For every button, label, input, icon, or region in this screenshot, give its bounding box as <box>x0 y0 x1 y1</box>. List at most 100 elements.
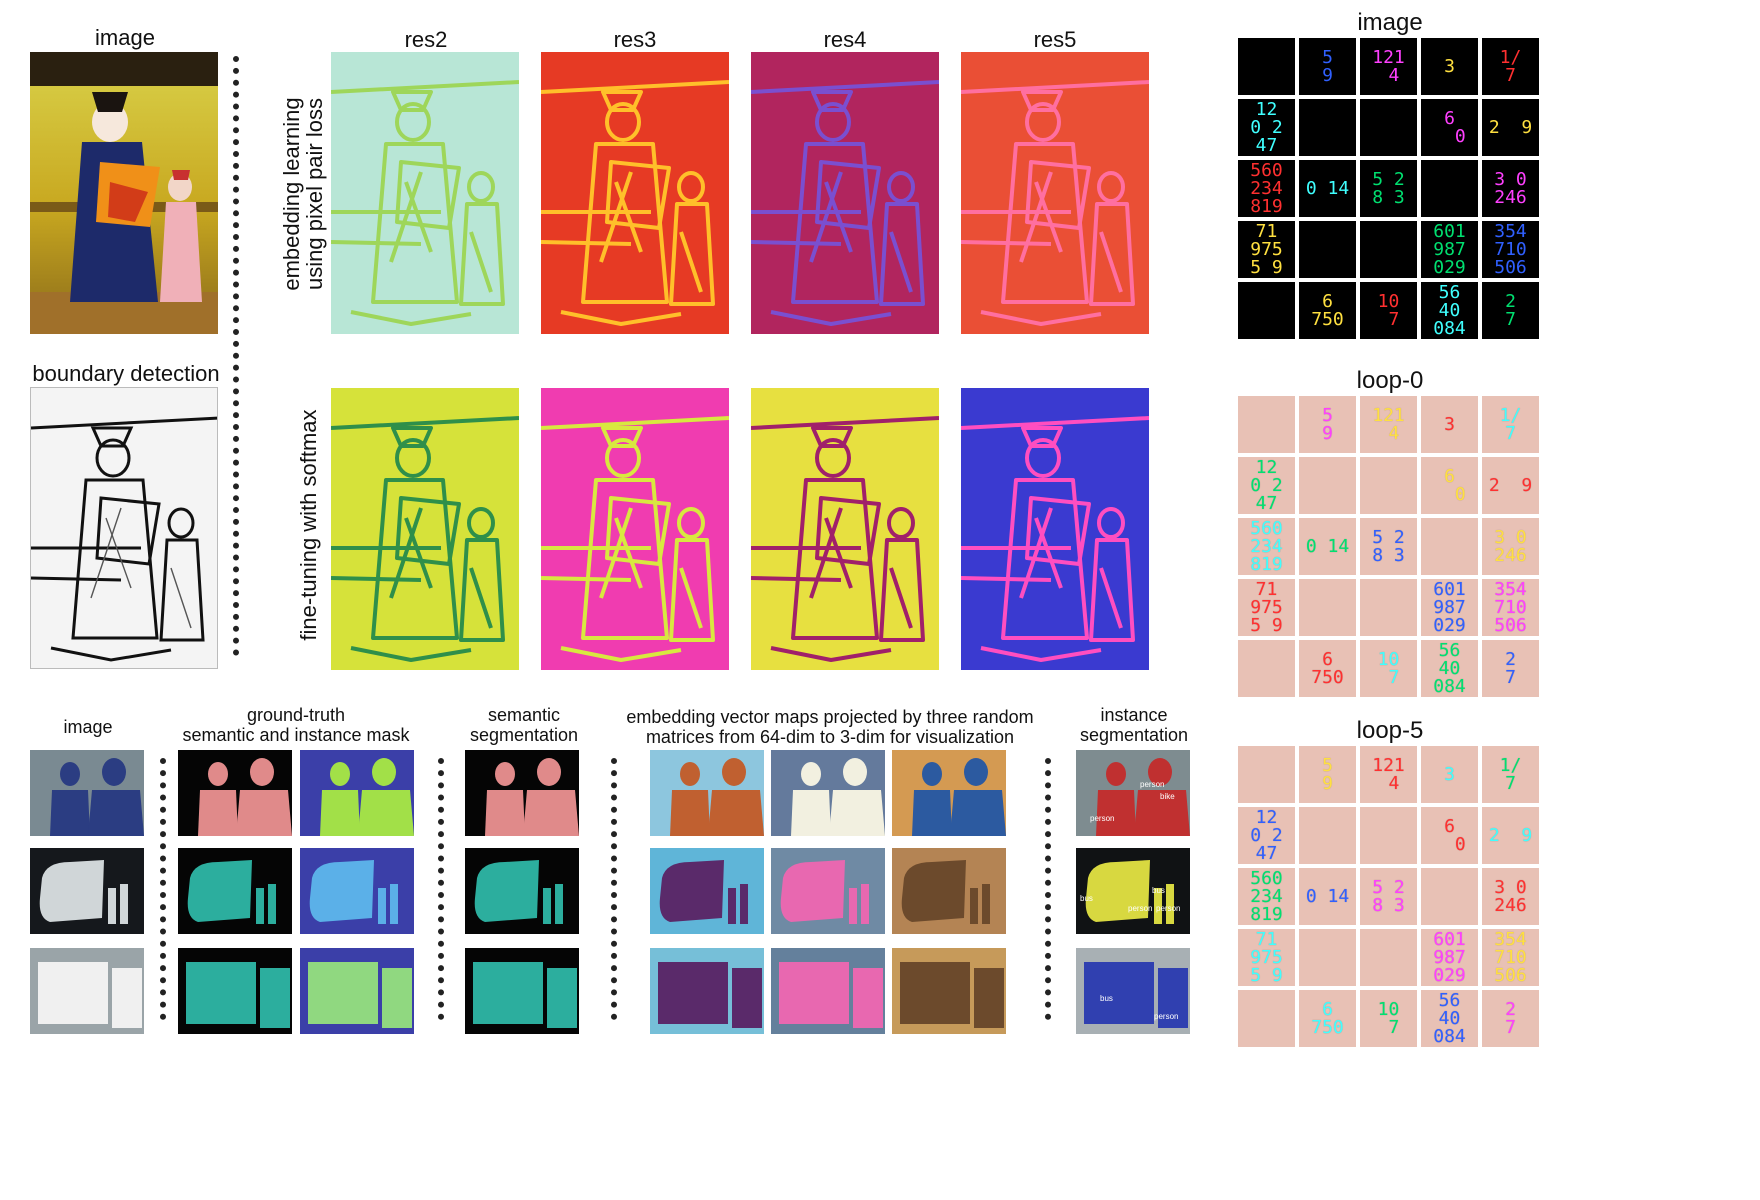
sem-seg-label-line1: semantic <box>487 705 561 725</box>
digit-cell-loop-5-3-2 <box>1360 929 1417 986</box>
digit-cell-loop-0-1-4: 2 9 <box>1482 457 1539 514</box>
inst-seg-label-line1: instance <box>1100 705 1168 725</box>
digit-cell-image-4-0 <box>1238 282 1295 339</box>
digit-cell-loop-0-0-0 <box>1238 396 1295 453</box>
digit-strokes: 0 14 <box>1305 177 1350 199</box>
digit-strokes: 5 9 <box>1322 754 1333 794</box>
seg-embed-2-row3 <box>771 948 885 1034</box>
digit-strokes: 1/ 7 <box>1499 46 1522 86</box>
col-label-res4: res4 <box>823 27 867 52</box>
digit-cell-loop-5-2-3 <box>1421 868 1478 925</box>
digit-cell-loop-5-3-3: 601 987 029 <box>1421 929 1478 986</box>
digit-cell-loop-5-0-3: 3 <box>1421 746 1478 803</box>
digit-strokes: 121 4 <box>1372 46 1405 86</box>
digit-cell-image-1-4: 2 9 <box>1482 99 1539 156</box>
digit-strokes: 121 4 <box>1372 404 1405 444</box>
feature-map-res4-row1 <box>751 52 939 334</box>
digit-cell-image-2-2: 5 2 8 3 <box>1360 160 1417 217</box>
digit-cell-loop-5-4-2: 10 7 <box>1360 990 1417 1047</box>
divider-bottom-1 <box>160 758 166 1020</box>
embedding-label-line2: matrices from 64-dim to 3-dim for visual… <box>645 726 1015 747</box>
digit-strokes: 121 4 <box>1372 754 1405 794</box>
digit-cell-image-4-1: 6 750 <box>1299 282 1356 339</box>
digit-cell-loop-0-2-2: 5 2 8 3 <box>1360 518 1417 575</box>
col-label-res3: res3 <box>613 27 657 52</box>
digit-cell-loop-5-1-4: 2 9 <box>1482 807 1539 864</box>
seg-embed-2-row2 <box>771 848 885 934</box>
instance-tag: person <box>1140 780 1165 789</box>
digit-strokes: 601 987 029 <box>1433 221 1466 278</box>
embedding-label: embedding vector maps projected by three… <box>618 707 1042 748</box>
digit-strokes: 5 2 8 3 <box>1372 168 1405 208</box>
digit-cell-loop-5-4-0 <box>1238 990 1295 1047</box>
instance-tag: bus <box>1080 894 1093 903</box>
seg-gt-semantic-row2 <box>178 848 292 934</box>
row-label-pixel-pair: embedding learning using pixel pair loss <box>279 74 332 314</box>
divider-top-left <box>233 56 239 656</box>
digit-cell-loop-5-3-0: 71 975 5 9 <box>1238 929 1295 986</box>
digit-strokes: 601 987 029 <box>1433 929 1466 986</box>
digit-cell-loop-0-1-1 <box>1299 457 1356 514</box>
digit-cell-image-2-0: 560 234 819 <box>1238 160 1295 217</box>
instance-tag: bike <box>1160 792 1175 801</box>
digit-strokes: 56 40 084 <box>1433 282 1466 339</box>
digit-cell-image-3-4: 354 710 506 <box>1482 221 1539 278</box>
digit-strokes: 12 0 2 47 <box>1250 807 1283 864</box>
digit-strokes: 3 0 246 <box>1494 168 1527 208</box>
digit-cell-image-3-0: 71 975 5 9 <box>1238 221 1295 278</box>
digit-cell-loop-0-1-0: 12 0 2 47 <box>1238 457 1295 514</box>
digit-cell-image-1-3: 6 0 <box>1421 99 1478 156</box>
row-label-pixel-pair-line1: embedding learning <box>279 97 304 291</box>
digit-cell-loop-5-4-1: 6 750 <box>1299 990 1356 1047</box>
digit-cell-loop-0-2-4: 3 0 246 <box>1482 518 1539 575</box>
digit-strokes: 3 <box>1444 763 1455 785</box>
digit-cell-loop-0-0-4: 1/ 7 <box>1482 396 1539 453</box>
gt-label-line2: semantic and instance mask <box>182 724 410 745</box>
digit-cell-loop-5-3-4: 354 710 506 <box>1482 929 1539 986</box>
digit-strokes: 2 7 <box>1505 998 1516 1038</box>
seg-input-row1 <box>30 750 144 836</box>
digit-strokes: 601 987 029 <box>1433 579 1466 636</box>
digit-strokes: 5 9 <box>1322 46 1333 86</box>
digit-cell-image-2-4: 3 0 246 <box>1482 160 1539 217</box>
digit-cell-loop-0-2-0: 560 234 819 <box>1238 518 1295 575</box>
digit-cell-loop-0-4-3: 56 40 084 <box>1421 640 1478 697</box>
digit-strokes: 71 975 5 9 <box>1250 221 1283 278</box>
digits-title-loop-5: loop-5 <box>1356 717 1424 744</box>
digit-strokes: 0 14 <box>1305 535 1350 557</box>
digit-strokes: 1/ 7 <box>1499 754 1522 794</box>
digit-strokes: 2 7 <box>1505 290 1516 330</box>
instance-tag: bus <box>1152 886 1165 895</box>
digit-cell-loop-5-1-0: 12 0 2 47 <box>1238 807 1295 864</box>
digit-cell-loop-0-3-3: 601 987 029 <box>1421 579 1478 636</box>
digit-cell-image-2-3 <box>1421 160 1478 217</box>
boundary-drawing <box>31 416 217 662</box>
digit-strokes: 2 9 <box>1488 116 1533 138</box>
feature-map-res2-row2 <box>331 388 519 670</box>
digit-cell-loop-5-2-4: 3 0 246 <box>1482 868 1539 925</box>
digit-cell-loop-0-4-1: 6 750 <box>1299 640 1356 697</box>
digit-strokes: 6 0 <box>1444 107 1466 147</box>
digit-strokes: 56 40 084 <box>1433 990 1466 1047</box>
digit-strokes: 560 234 819 <box>1250 160 1283 217</box>
digit-strokes: 71 975 5 9 <box>1250 579 1283 636</box>
digit-cell-image-2-1: 0 14 <box>1299 160 1356 217</box>
seg-semantic-seg-row1 <box>465 750 579 836</box>
feature-map-res2-row1 <box>331 52 519 334</box>
seg-gt-instance-row3 <box>300 948 414 1034</box>
digit-cell-image-1-0: 12 0 2 47 <box>1238 99 1295 156</box>
seg-embed-3-row3 <box>892 948 1006 1034</box>
digit-strokes: 354 710 506 <box>1494 579 1527 636</box>
digit-strokes: 2 9 <box>1488 824 1533 846</box>
inst-seg-label: instance segmentation <box>1072 705 1196 746</box>
divider-bottom-3 <box>611 758 617 1020</box>
divider-bottom-2 <box>438 758 444 1020</box>
instance-tag: bus <box>1100 994 1113 1003</box>
digit-strokes: 56 40 084 <box>1433 640 1466 697</box>
gt-label-line1: ground-truth <box>246 705 346 725</box>
digit-cell-image-1-1 <box>1299 99 1356 156</box>
col-label-res2: res2 <box>404 27 448 52</box>
digit-cell-image-3-3: 601 987 029 <box>1421 221 1478 278</box>
digit-strokes: 6 750 <box>1311 648 1344 688</box>
